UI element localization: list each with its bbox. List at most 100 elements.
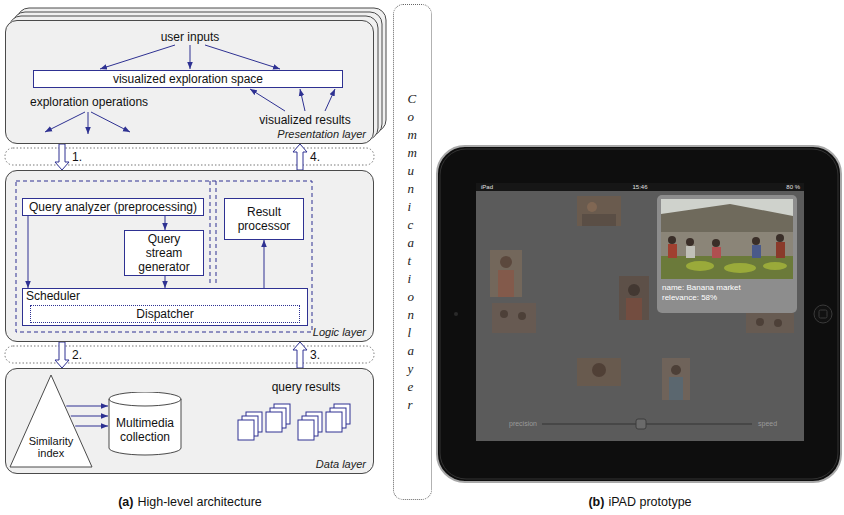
layer-fill [5, 170, 374, 342]
arrow-number: 2. [72, 348, 82, 362]
slider-thumb [636, 419, 646, 429]
layer-transfer-arrow [293, 144, 307, 170]
layer-name: Data layer [316, 458, 366, 471]
photo-detail [587, 202, 597, 212]
photo-detail [756, 318, 764, 326]
node-label: visualized exploration space [113, 72, 263, 86]
photo-detail [671, 365, 681, 375]
module-divider [216, 181, 217, 283]
module-divider [210, 181, 211, 283]
person [686, 246, 695, 258]
process-box: Dispatcher [30, 305, 300, 323]
connector-arrow [165, 276, 166, 288]
layer-fill [5, 20, 374, 144]
camera [454, 312, 458, 316]
result-label: visualized results [259, 113, 350, 127]
page [326, 412, 342, 432]
photo [746, 313, 794, 333]
market-roof [661, 204, 793, 232]
connector-arrow [264, 240, 265, 288]
market-wall [661, 232, 793, 256]
bananas [686, 261, 714, 271]
person [668, 236, 676, 244]
operation-label: exploration operations [30, 95, 148, 109]
bananas [763, 262, 787, 270]
photo-detail [626, 298, 642, 320]
arrow-number: 3. [310, 348, 320, 362]
layer-transfer-arrow [293, 342, 307, 368]
photo [577, 358, 621, 386]
result-arrow [250, 89, 285, 111]
slider-track [542, 423, 752, 425]
layer-box: Logic layer Query analyzer (preprocessing… [5, 170, 374, 342]
photo-detail [498, 270, 514, 297]
photo [577, 196, 621, 226]
module-group [16, 181, 312, 332]
home-button-icon [819, 310, 827, 318]
layer-fill [5, 368, 374, 474]
ipad-body [437, 146, 841, 482]
layer-box: user inputs exploration operations visuali… [5, 20, 374, 144]
status-text: 15:46 [632, 183, 647, 191]
status-text: 80 % [786, 183, 800, 191]
process-box: Query stream generator [124, 230, 204, 276]
person [752, 237, 760, 245]
photo [490, 250, 522, 297]
input-arrow [100, 45, 175, 69]
input-label: user inputs [161, 30, 220, 44]
photo-detail [628, 284, 640, 296]
connector-arrow [165, 216, 166, 230]
market-photo [661, 199, 793, 279]
result-arrow [325, 89, 335, 111]
operation-arrow [91, 112, 130, 132]
ipad-bezel [440, 149, 838, 479]
popup-text: name: Banana market [662, 283, 741, 293]
page [238, 420, 254, 440]
person [776, 242, 785, 258]
home-button [814, 305, 832, 323]
photo-detail [592, 363, 606, 377]
input-arrow [205, 45, 280, 69]
operation-arrow [45, 112, 85, 132]
slider-label: precision [509, 419, 537, 428]
photo-detail [500, 310, 508, 318]
node-label: Similarity index [16, 435, 86, 459]
status-text: iPad [481, 183, 493, 191]
page [298, 420, 314, 440]
popup-text: relevance: 58% [662, 293, 717, 303]
node-label: Result processor [232, 205, 296, 233]
collection-cylinder: Multimedia collection [108, 392, 182, 456]
caption-tag: (b) [588, 495, 604, 510]
cylinder-body [109, 392, 181, 455]
person [712, 247, 721, 258]
layer-name: Presentation layer [277, 128, 366, 141]
node-label: Communication layer [405, 90, 421, 414]
cylinder-rim [109, 399, 181, 406]
caption-tag: (a) [118, 495, 133, 510]
node-label: Query analyzer (preprocessing) [29, 200, 197, 214]
result-arrow [300, 89, 305, 111]
person [712, 239, 720, 247]
arrow-number: 1. [72, 150, 82, 164]
photo [619, 276, 649, 320]
caption: iPAD prototype [608, 495, 691, 510]
communication-band: Communication layer [393, 4, 432, 500]
person [776, 234, 784, 242]
bananas [724, 263, 756, 273]
connector-arrow [75, 426, 108, 427]
person [668, 244, 677, 258]
layer-name: Logic layer [313, 326, 366, 339]
photo-detail [500, 256, 512, 268]
photo [492, 303, 536, 333]
connector-arrow [28, 216, 29, 288]
node-label: Multimedia collection [110, 416, 180, 444]
node-label: Query stream generator [134, 232, 194, 274]
connector-arrow [66, 406, 108, 407]
slider-label: speed [758, 419, 777, 428]
icon-label: query results [272, 380, 341, 394]
photo [662, 358, 690, 400]
person [752, 245, 761, 258]
connector-arrow [71, 416, 108, 417]
index-triangle: Similarity index [9, 374, 93, 468]
